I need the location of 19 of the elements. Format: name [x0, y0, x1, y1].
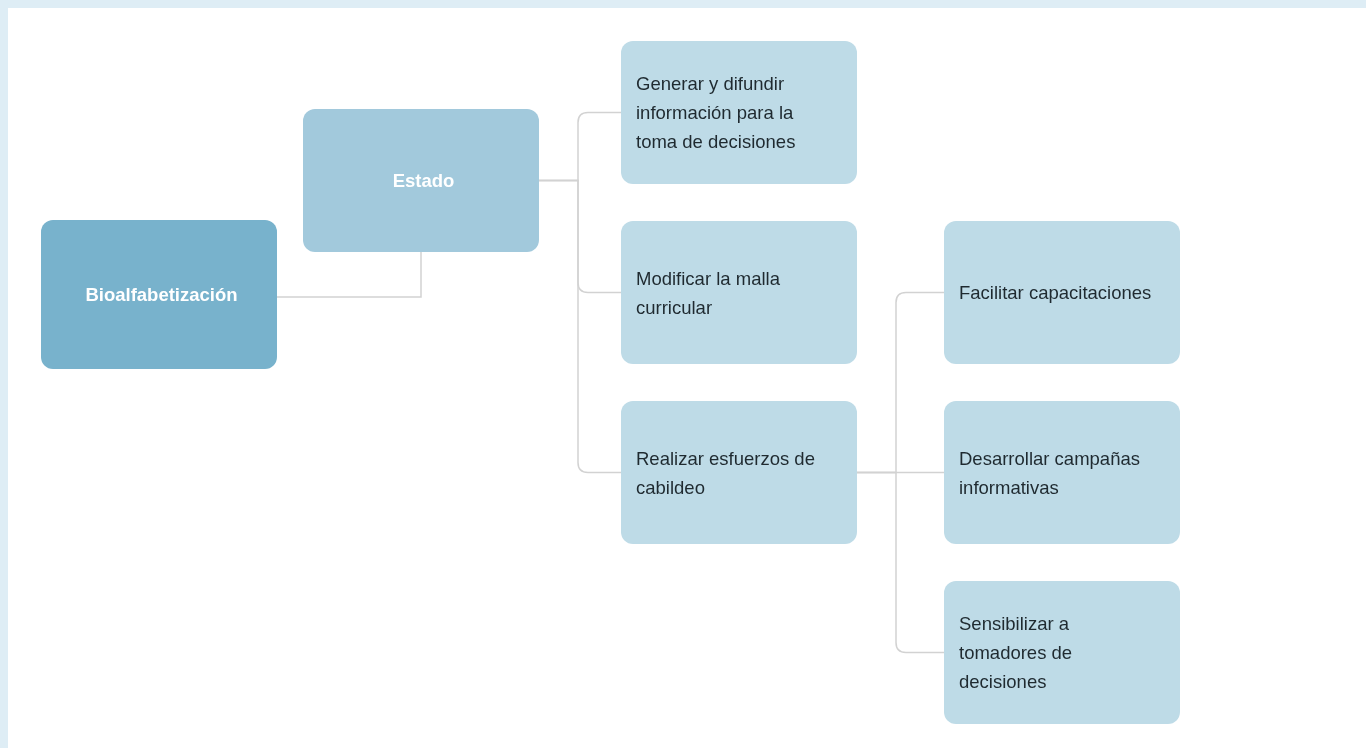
- box-label: Modificar la malla curricular: [636, 266, 781, 320]
- box-label: Desarrollar campañas informativas: [959, 446, 1141, 500]
- connector-line: [276, 251, 422, 298]
- process-box: [944, 581, 1180, 724]
- box-label: Sensibilizar a tomadores de decisiones: [959, 612, 1074, 694]
- box-label: Bioalfabetización: [85, 283, 238, 307]
- process-box: [41, 220, 277, 369]
- process-box: [621, 41, 857, 184]
- process-box: [303, 109, 539, 252]
- box-label: Realizar esfuerzos de cabildeo: [636, 446, 816, 500]
- process-box: [944, 401, 1180, 544]
- box-label: Estado: [392, 169, 455, 193]
- connector-line: [538, 179, 622, 474]
- process-box: [621, 221, 857, 364]
- connector-line: [856, 471, 945, 654]
- box-label: Facilitar capacitaciones: [959, 281, 1152, 305]
- process-box: [621, 401, 857, 544]
- box-label: Generar y difundir información para la toma de decisiones: [636, 72, 797, 154]
- process-box: [944, 221, 1180, 364]
